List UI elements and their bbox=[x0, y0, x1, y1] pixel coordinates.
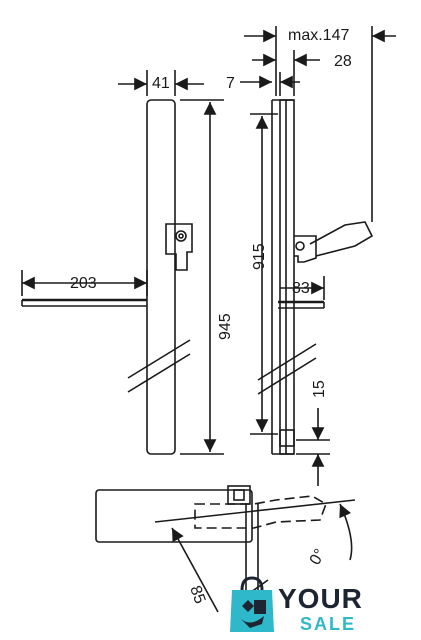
yoursale-logo: YOUR SALE bbox=[230, 576, 363, 634]
swing-outline bbox=[194, 495, 327, 529]
logo-word-top: YOUR bbox=[278, 583, 363, 614]
dim-bottom-gap: 15 bbox=[311, 380, 328, 398]
front-holder bbox=[165, 223, 193, 271]
dim-wall-offset: 7 bbox=[226, 75, 235, 92]
handshower bbox=[309, 221, 374, 257]
front-view bbox=[21, 70, 224, 455]
dim-max-projection: max.147 bbox=[288, 27, 349, 44]
dim-bar-width: 41 bbox=[152, 75, 170, 92]
dim-swing-radius: 85 bbox=[186, 584, 208, 607]
dim-shelf-length: 203 bbox=[70, 275, 97, 292]
dim-rail-length: 915 bbox=[251, 243, 268, 270]
top-view bbox=[95, 485, 356, 613]
dim-total-height: 945 bbox=[217, 313, 234, 340]
side-view bbox=[240, 26, 396, 486]
side-holder bbox=[294, 235, 317, 263]
dim-bar-depth: 28 bbox=[334, 53, 352, 70]
shopping-bag-icon bbox=[230, 576, 274, 632]
side-bar-body bbox=[279, 99, 295, 455]
dim-angle: 0° bbox=[307, 546, 329, 568]
dim-holder-height: 83 bbox=[292, 280, 310, 297]
logo-word-bottom: SALE bbox=[300, 614, 356, 634]
dimension-labels: max.147 28 7 41 945 915 203 83 15 85 0° bbox=[70, 27, 352, 606]
front-bar-body bbox=[146, 99, 176, 455]
